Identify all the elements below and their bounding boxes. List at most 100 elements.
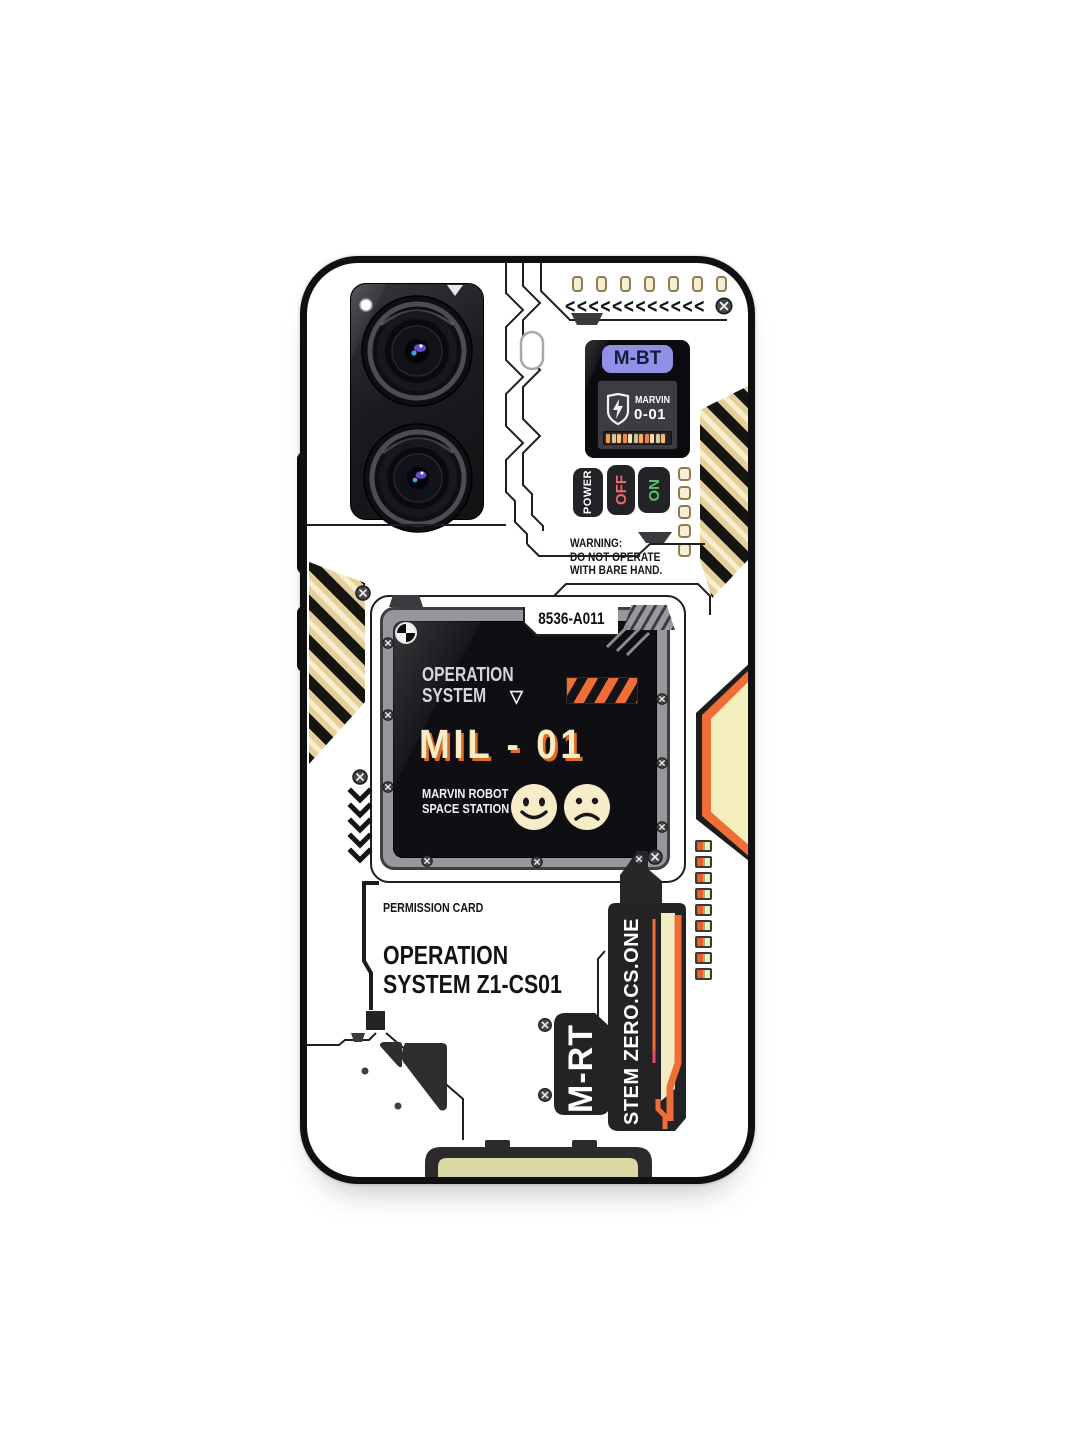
camera-lenses-icon	[359, 285, 473, 533]
rail-orange-jog	[655, 1099, 668, 1129]
case-print-area: <<<<<<<<<<<< M-BT MARVIN 0-01	[307, 263, 748, 1177]
camera-module	[350, 283, 484, 533]
lower-diagonal-trace	[385, 1032, 464, 1140]
contact-pad-row	[572, 276, 727, 292]
pad	[695, 888, 712, 900]
pad	[678, 486, 691, 500]
power-label: POWER	[582, 470, 594, 515]
battery-badge-label: M-BT	[613, 348, 662, 369]
battery-segment	[643, 432, 650, 444]
warning-title: WARNING:	[570, 538, 623, 550]
rail-label: STEM ZERO.CS.ONE	[621, 918, 643, 1125]
trapezoid-trace	[351, 1033, 365, 1042]
pad	[695, 856, 712, 868]
mrt-label: M-RT	[562, 1024, 600, 1113]
pad	[695, 952, 712, 964]
caption-line1: MARVIN ROBOT	[422, 786, 509, 801]
notch-icon	[447, 285, 463, 296]
smd-pad-column	[695, 840, 712, 980]
pad	[668, 276, 679, 292]
rail-orange-edge	[666, 915, 682, 1121]
battery-brand: MARVIN	[635, 394, 671, 406]
lens-bottom-icon	[363, 423, 473, 533]
serial-number: 8536-A011	[537, 610, 605, 628]
trapezoid-frame	[389, 595, 423, 607]
triangle-down-icon: ▽	[509, 687, 523, 706]
smiley-sad-icon	[564, 784, 610, 830]
hazard-stripes-left	[309, 562, 365, 764]
orange-hazard-block	[567, 678, 637, 703]
bracket-trace	[362, 881, 379, 1010]
pad	[678, 543, 691, 557]
battery-segment	[649, 432, 655, 444]
battery-segment	[660, 432, 666, 444]
battery-screen: MARVIN 0-01	[597, 380, 678, 450]
pad	[572, 276, 583, 292]
pad	[716, 276, 727, 292]
zigzag-trace-a	[505, 263, 528, 544]
zigzag-trace-b	[522, 263, 544, 531]
pad-square	[366, 1011, 385, 1030]
rail-bar	[608, 903, 686, 1131]
pad	[678, 467, 691, 481]
hazard-stripes-right	[700, 386, 748, 598]
power-button-print: POWER	[573, 468, 603, 517]
down-chevrons-icon	[347, 787, 373, 864]
pad	[695, 920, 712, 932]
caption-line2: SPACE STATION	[422, 801, 510, 816]
flash-dot-icon	[359, 298, 373, 312]
mrt-module: M-RT	[554, 1013, 610, 1115]
battery-segment	[627, 432, 633, 444]
on-button-print: ON	[638, 467, 670, 513]
os-panel-heading: OPERATION SYSTEM ▽	[422, 665, 539, 707]
off-button-print: OFF	[607, 465, 635, 515]
rail-cream-stripe	[661, 913, 675, 1101]
pad	[678, 524, 691, 538]
shield-bolt-icon	[606, 393, 630, 425]
emoji-faces	[511, 784, 610, 830]
large-wedge	[401, 1043, 447, 1111]
battery-segment	[621, 432, 628, 444]
os-heading-line1: OPERATION	[422, 664, 514, 686]
warning-line1: DO NOT OPERATE	[570, 551, 661, 564]
registration-mark-icon	[395, 622, 417, 644]
battery-segment	[616, 432, 622, 444]
pad	[692, 276, 703, 292]
contact-pad-column	[678, 467, 691, 557]
serial-tab: 8536-A011	[524, 604, 618, 635]
os-panel: OPERATION SYSTEM ▽ MIL - 01 MARVIN ROBOT…	[393, 621, 657, 858]
battery-badge: M-BT	[602, 345, 673, 373]
rail-outline	[597, 950, 621, 1092]
pad	[695, 936, 712, 948]
dot-screw	[394, 1102, 402, 1110]
lower-left-trace	[307, 1032, 377, 1046]
os-code-line2: SYSTEM Z1-CS01	[383, 969, 562, 999]
battery-segment	[632, 432, 639, 444]
pad	[596, 276, 607, 292]
flash-pill-icon	[519, 330, 545, 371]
operation-system-code: OPERATION SYSTEM Z1-CS01	[383, 941, 601, 999]
lens-top-icon	[361, 295, 473, 407]
pad	[695, 904, 712, 916]
rail-assembly: STEM ZERO.CS.ONE	[608, 851, 686, 1131]
warning-text: WARNING: DO NOT OPERATE WITH BARE HAND.	[570, 538, 675, 579]
pad	[620, 276, 631, 292]
pad	[644, 276, 655, 292]
battery-segment	[610, 432, 617, 444]
pad	[695, 968, 712, 980]
warning-line2: WITH BARE HAND.	[570, 565, 663, 577]
hexagon-badge	[696, 664, 748, 861]
pad	[695, 872, 712, 884]
bottom-port	[425, 1140, 652, 1177]
battery-model: 0-01	[634, 406, 667, 423]
permission-card-label: PERMISSION CARD	[383, 901, 484, 915]
battery-module: M-BT MARVIN 0-01	[585, 340, 690, 458]
off-label: OFF	[612, 475, 630, 505]
os-heading-line2: SYSTEM	[422, 685, 487, 707]
pad	[678, 505, 691, 519]
on-label: ON	[645, 478, 663, 502]
hatched-connector	[623, 605, 675, 630]
battery-gauge	[603, 431, 672, 445]
dot-screw	[361, 1067, 369, 1075]
